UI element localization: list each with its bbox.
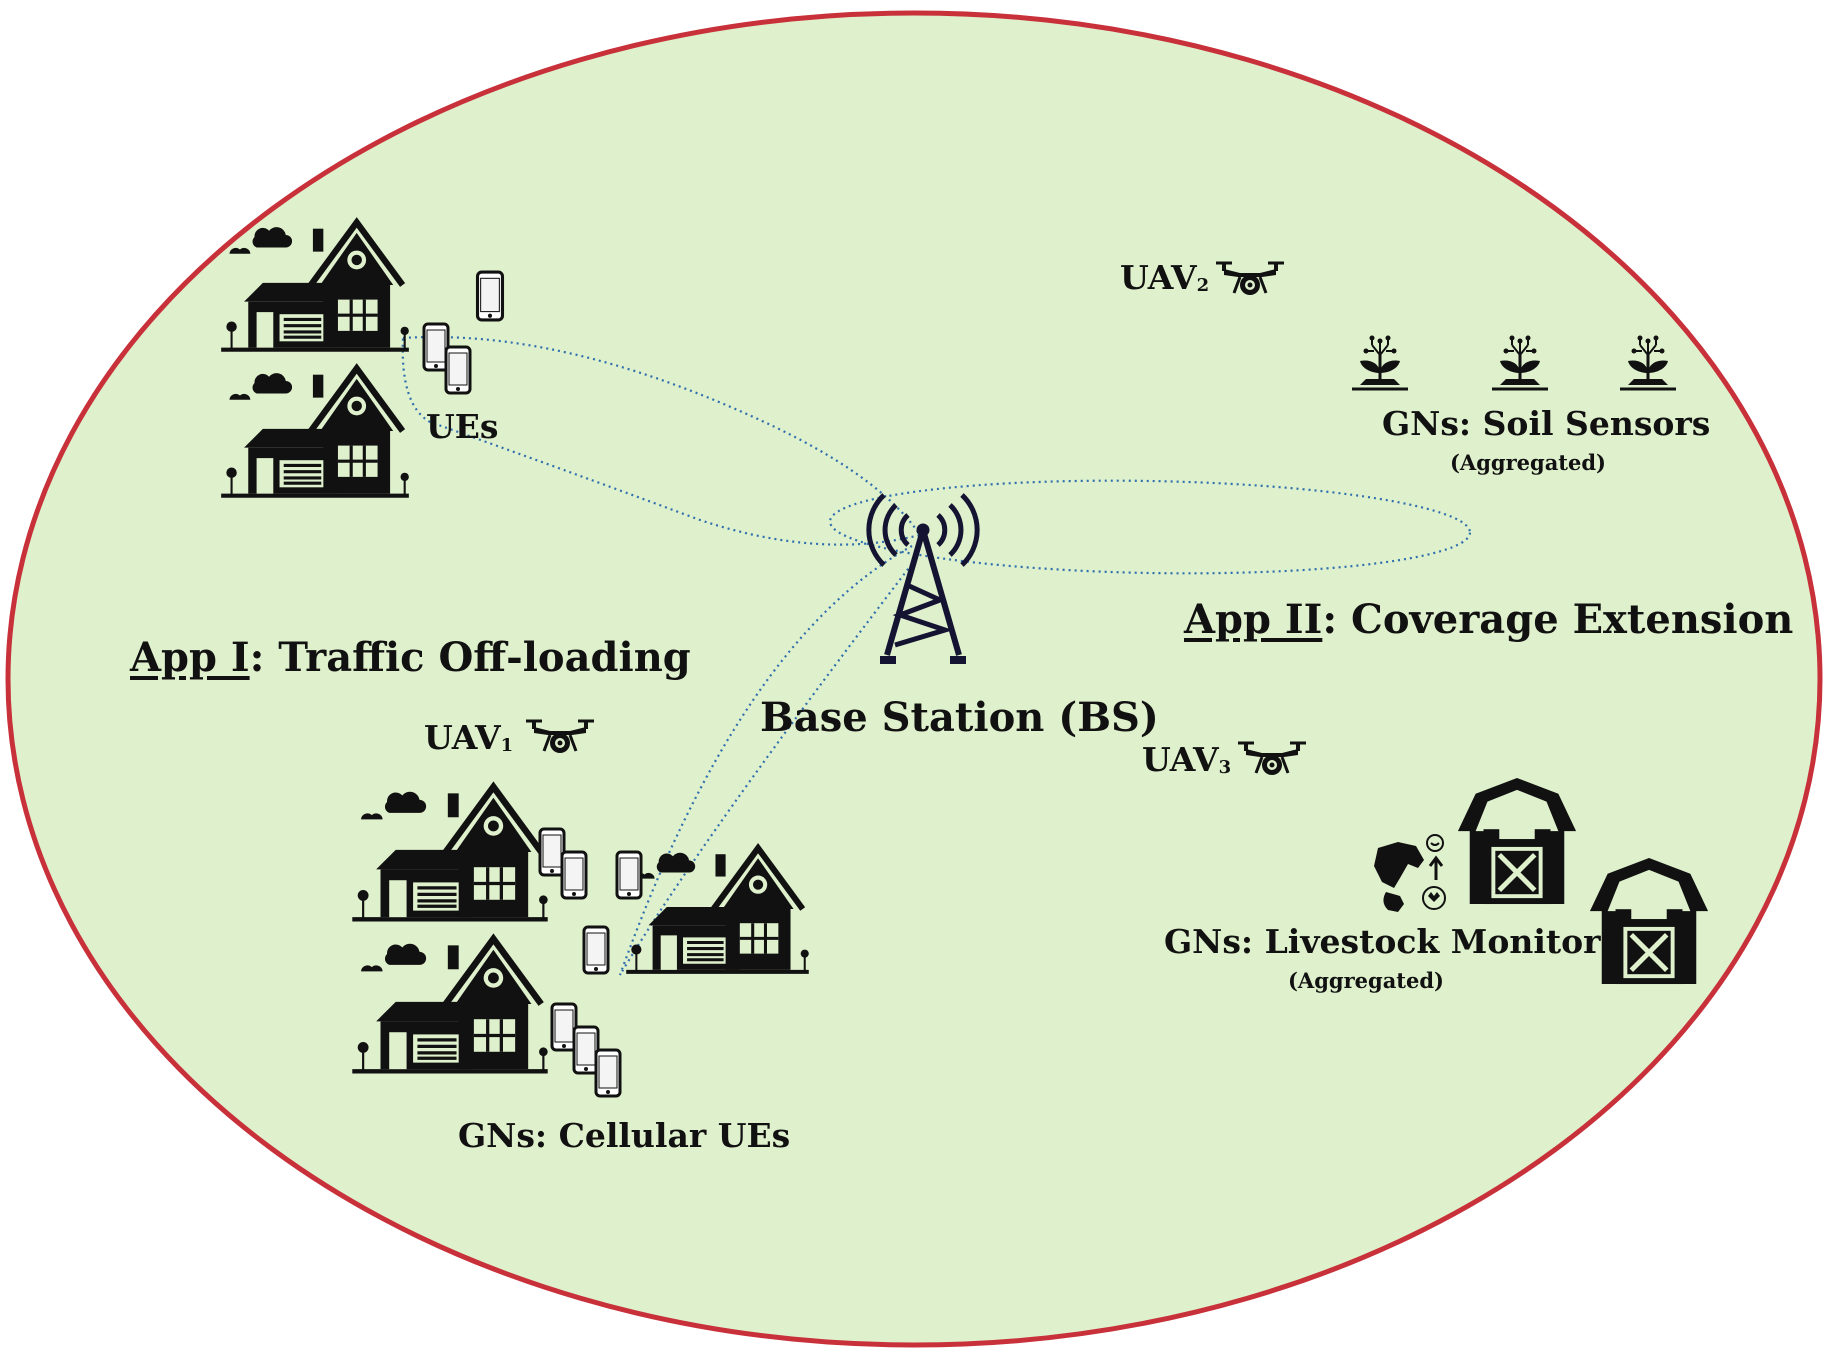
phone-icon (475, 270, 505, 322)
phone-icon (422, 322, 450, 372)
barn-icon (1458, 778, 1576, 904)
phone-icon (560, 850, 588, 900)
app1-label: App I: Traffic Off-loading (130, 634, 691, 681)
beam-to-uav2 (828, 479, 1472, 575)
uav2-label: UAV2 (1120, 258, 1209, 297)
gn-soil-note: (Aggregated) (1450, 450, 1606, 475)
gn-livestock-label: GNs: Livestock Monitors (1164, 922, 1620, 961)
uav3-label: UAV3 (1142, 740, 1231, 779)
uav1-label: UAV1 (424, 718, 513, 757)
phone-icon (615, 850, 643, 900)
uav3-sub: 3 (1218, 757, 1232, 778)
gn-soil-label: GNs: Soil Sensors (1382, 404, 1711, 443)
phone-icon (550, 1002, 578, 1052)
ues-label: UEs (426, 407, 499, 446)
uav1-sub: 1 (500, 735, 514, 756)
uav3-base: UAV (1142, 740, 1219, 779)
app1-prefix: App I (130, 634, 250, 681)
app2-suffix: : Coverage Extension (1322, 596, 1794, 643)
uav1-base: UAV (424, 718, 501, 757)
base-station-label: Base Station (BS) (760, 694, 1159, 741)
gn-livestock-note: (Aggregated) (1288, 968, 1444, 993)
app2-prefix: App II (1184, 596, 1323, 643)
gn-cellular-label: GNs: Cellular UEs (458, 1116, 791, 1155)
phone-icon (538, 827, 566, 877)
phone-icon (572, 1025, 600, 1075)
phone-icon (582, 925, 610, 975)
app2-label: App II: Coverage Extension (1184, 596, 1793, 643)
beam-to-uav1 (618, 545, 916, 976)
app1-suffix: : Traffic Off-loading (249, 634, 691, 681)
phone-icon (594, 1048, 622, 1098)
phone-icon (444, 345, 472, 395)
uav2-base: UAV (1120, 258, 1197, 297)
livestock-monitor-icon (1374, 834, 1446, 912)
beam-links (401, 335, 1472, 976)
uav2-sub: 2 (1196, 275, 1210, 296)
barn-icon (1590, 858, 1708, 984)
base-station-tower-icon (866, 493, 980, 664)
